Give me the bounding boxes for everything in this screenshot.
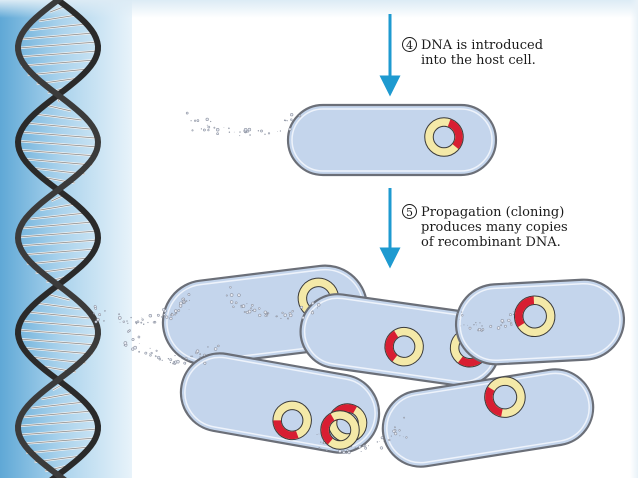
helix-rung-edge: [19, 149, 97, 157]
chromosomal-dna: [185, 111, 302, 137]
recombinant-plasmid-icon: [272, 400, 312, 441]
helix-rung-edge: [18, 50, 98, 58]
helix-rung-edge: [40, 203, 76, 211]
recombinant-plasmid-icon: [484, 376, 526, 418]
helix-rung-edge: [18, 239, 98, 247]
helix-rung-edge: [34, 113, 82, 121]
recombinant-plasmid-icon: [320, 410, 360, 450]
helix-rung-edge: [18, 230, 98, 238]
helix-rung-edge: [27, 68, 89, 76]
recombinant-plasmid-icon: [424, 117, 464, 157]
dna-double-helix-icon: [14, 0, 102, 478]
helix-rung-edge: [41, 392, 75, 400]
helix-rung-edge: [26, 311, 90, 319]
helix-rung-edge: [46, 293, 70, 301]
recombinant-plasmid-icon: [513, 295, 556, 338]
helix-strand-a: [14, 0, 102, 478]
helix-rung-edge: [29, 23, 87, 31]
clone-cell-3: [454, 278, 626, 366]
step-4-line-2: into the host cell.: [421, 53, 536, 68]
step-5-line-2: produces many copies: [421, 220, 568, 235]
helix-strand-b: [14, 0, 102, 478]
step-5-label: 5 Propagation (cloning) produces many cop…: [402, 204, 568, 250]
helix-rung-edge: [23, 158, 93, 166]
helix-rung-edge: [19, 419, 97, 427]
helix-rung-edge: [44, 104, 72, 112]
helix-rung-edge: [23, 347, 93, 355]
overlap-plasmid-group: [320, 410, 360, 450]
helix-rung-edge: [18, 338, 98, 346]
chromosomal-dna: [123, 329, 220, 365]
clone-cell-5: [316, 368, 595, 468]
helix-rung-edge: [25, 446, 91, 454]
step-5-line-3: of recombinant DNA.: [421, 235, 561, 250]
helix-rung-edge: [20, 248, 96, 256]
recombinant-plasmid-icon: [384, 326, 424, 367]
step-4-number-badge: 4: [402, 37, 417, 52]
helix-rung-edge: [18, 428, 98, 436]
step-4-label: 4 DNA is introduced into the host cell.: [402, 37, 543, 68]
helix-rung-edge: [20, 131, 96, 139]
helix-rung-edge: [23, 410, 93, 418]
helix-rung-edge: [21, 59, 95, 67]
helix-rung-edge: [18, 41, 98, 49]
step-4-line-1: DNA is introduced: [421, 38, 544, 53]
step-5-line-1: Propagation (cloning): [421, 205, 565, 220]
helix-rung-edge: [22, 32, 94, 40]
helix-rung-edge: [18, 329, 98, 337]
helix-rung-edge: [30, 212, 86, 220]
helix-rung-edge: [35, 302, 81, 310]
host-cell: [185, 103, 498, 177]
helix-rung-edge: [31, 401, 85, 409]
cell-membrane: [454, 278, 626, 366]
chromosomal-dna: [225, 286, 321, 320]
helix-rung-edge: [20, 320, 96, 328]
helix-rung-edge: [26, 257, 90, 265]
chromosomal-dna: [93, 293, 191, 325]
helix-rung-edge: [23, 221, 93, 229]
cell-membrane: [381, 368, 595, 468]
helix-rung-edge: [25, 122, 91, 130]
cell-membrane: [286, 103, 498, 177]
step-5-number-badge: 5: [402, 204, 417, 219]
helix-rung-edge: [38, 14, 78, 22]
right-edge-fade: [630, 0, 638, 478]
top-fade: [0, 0, 638, 18]
helix-rung-edge: [18, 140, 98, 148]
helix-rung-edge: [20, 437, 96, 445]
